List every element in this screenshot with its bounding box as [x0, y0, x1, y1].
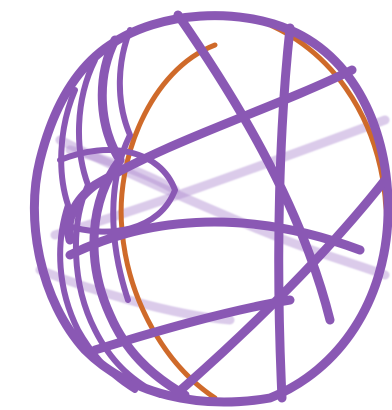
violet-band-lower-sweep [95, 300, 290, 350]
